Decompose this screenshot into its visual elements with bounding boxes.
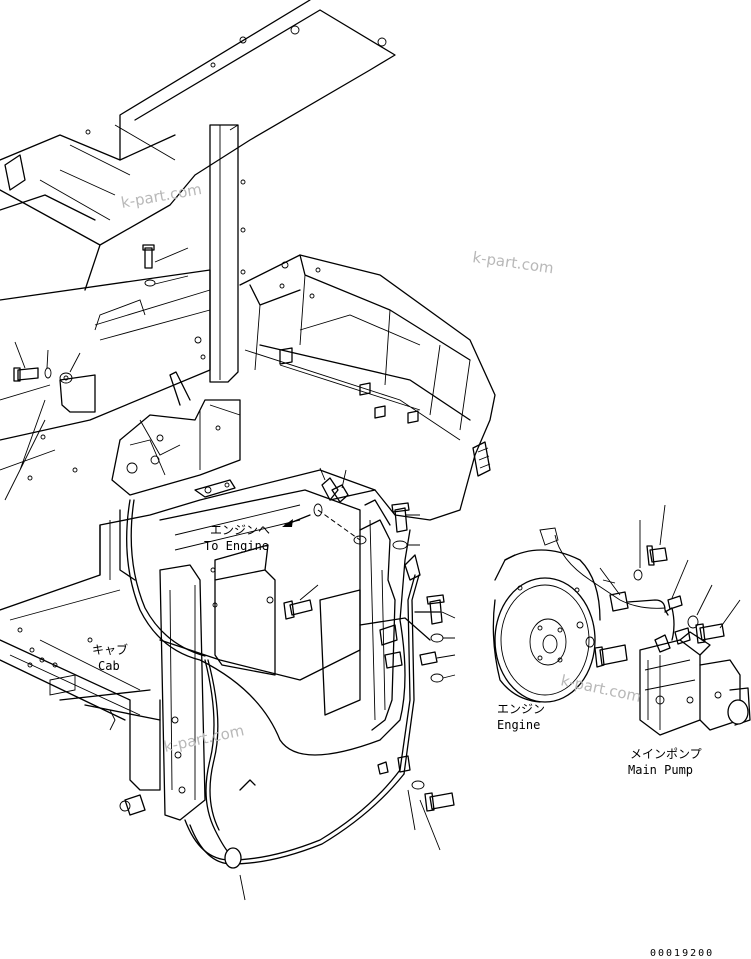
main-pump [639,607,751,736]
watermark-1: k-part.com [120,180,204,212]
control-box [111,371,241,498]
fasteners-engine [633,504,741,644]
watermark-3: k-part.com [559,671,643,706]
engine-label-en: Engine [497,718,540,732]
engine-flywheel [492,527,669,703]
to-engine-label: エンジンへ To Engine [204,523,270,553]
main-pump-label: メインポンプ Main Pump [628,747,702,777]
to-engine-label-jp: エンジンへ [210,523,270,537]
engine-label-jp: エンジン [497,702,545,716]
cab-label-en: Cab [98,659,120,673]
engine-label: エンジン Engine [497,702,545,732]
main-pump-label-jp: メインポンプ [630,747,702,761]
watermark-2: k-part.com [471,248,554,277]
cab-label-jp: キャブ [92,642,128,657]
main-pump-label-en: Main Pump [628,763,693,777]
to-engine-label-en: To Engine [204,539,269,553]
cab-label: キャブ Cab [92,642,128,673]
drawing-code: 00019200 [650,948,714,959]
upper-frame-plate [0,0,396,501]
cable-route [282,467,361,541]
fasteners-right [283,502,456,812]
fasteners-upper [13,244,189,384]
cab-floor-assembly [0,254,496,791]
wire-harness [126,499,441,901]
center-panel [119,489,396,821]
